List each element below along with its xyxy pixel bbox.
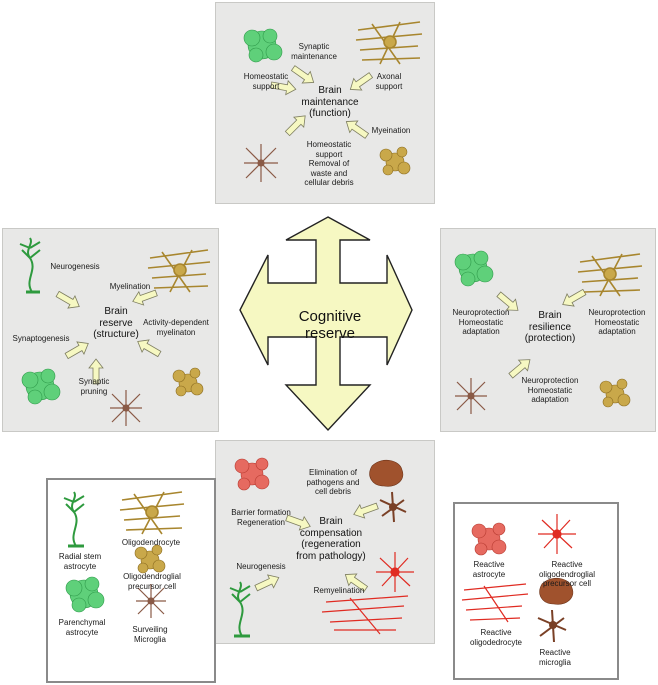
label-elimination: Elimination of pathogens and cell debris [300,468,366,497]
label-homeostatic-support: Homeostatic support [236,72,296,91]
reactive-microglia-compensation [370,460,406,522]
label-remyelination: Remyelination [306,586,372,596]
legend-reactive-astrocyte: Reactive astrocyte [464,560,514,579]
legend-surveilling-microglia: Surveiling Microglia [120,625,180,644]
label-resilience-left: Neuroprotection Homeostatic adaptation [446,308,516,337]
legend-oligodendrocyte: Oligodendrocyte [116,538,186,548]
label-resilience-bottom: Neuroprotection Homeostatic adaptation [510,376,590,405]
label-removal-debris: Homeostatic support Removal of waste and… [292,140,366,188]
radial-stem-astrocyte-compensation [230,582,250,636]
label-synaptic-pruning: Synaptic pruning [72,377,116,396]
arrow-res-right [559,286,588,311]
reactive-opc-legend [538,514,576,554]
legend-radial-stem-astrocyte: Radial stem astrocyte [52,552,108,571]
oligodendrocyte-resilience [578,254,642,296]
label-barrier-formation: Barrier formation Regeneration [222,508,300,527]
radial-stem-astrocyte-reserve [20,238,40,292]
label-activity-dependent: Activity-dependent myelinaton [138,318,214,337]
parenchymal-astrocyte-resilience [455,251,493,286]
label-neurogenesis-reserve: Neurogenesis [42,262,108,272]
legend-opc: Oligodendroglial precursor cell [114,572,190,591]
microglia-resilience [455,378,487,414]
label-resilience-right: Neuroprotection Homeostatic adaptation [582,308,652,337]
parenchymal-astrocyte-reserve [22,369,60,404]
reserve-title: Brain reserve (structure) [86,306,146,341]
opc-legend [135,545,165,573]
label-axonal-support: Axonal support [364,72,414,91]
maintenance-title: Brain maintenance (function) [290,85,370,120]
label-synaptic-maintenance: Synaptic maintenance [284,42,344,61]
label-myelination-maintenance: Myeination [366,126,416,136]
reactive-oligodendrocyte-compensation [322,596,408,634]
label-neurogenesis-compensation: Neurogenesis [228,562,294,572]
oligodendrocyte-legend [120,492,184,534]
reactive-oligodendrocyte-legend [462,584,528,622]
label-myelination-reserve: Myelination [100,282,160,292]
reactive-astrocyte-compensation [235,458,269,490]
radial-stem-astrocyte-legend [64,492,84,546]
reactive-opc-compensation [376,552,414,592]
label-synaptogenesis: Synaptogenesis [8,334,74,344]
legend-parenchymal-astrocyte: Parenchymal astrocyte [52,618,112,637]
reactive-astrocyte-legend [472,523,506,555]
resilience-title: Brain resilience (protection) [516,310,584,345]
legend-reactive-opc: Reactive oligodendroglial precursor cell [524,560,610,589]
microglia-maintenance [244,144,278,182]
arrow-neurogenesis-r [54,288,83,313]
opc-maintenance [380,147,410,175]
arrow-neurogenesis-c [253,571,282,594]
opc-resilience [600,379,630,407]
legend-reactive-oligodendrocyte: Reactive oligodedrocyte [460,628,532,647]
cognitive-reserve-title: Cognitive reserve [275,308,385,342]
oligodendrocyte-maintenance [356,22,422,64]
opc-reserve [173,368,203,396]
parenchymal-astrocyte-maintenance [244,29,282,62]
compensation-title: Brain compensation (regeneration from pa… [290,516,372,562]
parenchymal-astrocyte-legend [66,577,104,612]
legend-reactive-microglia: Reactive microglia [530,648,580,667]
